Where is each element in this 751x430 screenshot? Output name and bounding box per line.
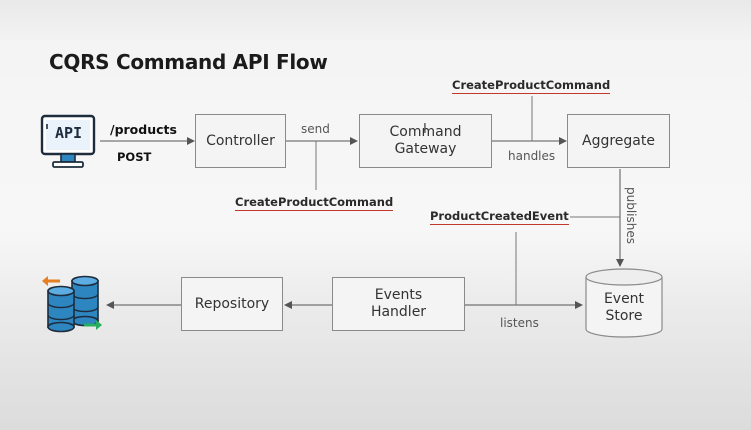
method-label: POST: [117, 150, 152, 164]
top-strip: [0, 0, 751, 40]
monitor-api-icon: [40, 114, 96, 168]
event-annotation: ProductCreatedEvent: [430, 209, 569, 225]
event-store-label: Event Store: [586, 291, 662, 325]
repository-label: Repository: [194, 295, 270, 312]
command-annotation-bottom: CreateProductCommand: [235, 195, 394, 211]
monitor-api-label: API: [55, 124, 83, 142]
command-gateway-box: Command Gateway: [359, 114, 492, 168]
text-cursor-icon: I: [423, 122, 427, 137]
command-gateway-label-line1: Command: [389, 124, 462, 140]
diagram-title: CQRS Command API Flow: [49, 50, 328, 74]
aggregate-label: Aggregate: [582, 132, 655, 149]
controller-label: Controller: [206, 132, 275, 149]
event-store-label-line2: Store: [605, 308, 643, 324]
repository-box: Repository: [181, 277, 283, 331]
database-sync-icon: [42, 275, 102, 333]
command-annotation-top: CreateProductCommand: [452, 78, 611, 94]
handles-label: handles: [508, 149, 556, 163]
aggregate-box: Aggregate: [567, 114, 670, 168]
event-store-label-line1: Event: [603, 291, 645, 307]
events-handler-label-line2: Handler: [370, 304, 427, 320]
controller-box: Controller: [195, 114, 286, 168]
endpoint-label: /products: [110, 122, 177, 137]
command-gateway-label-line2: Gateway: [394, 141, 457, 157]
send-label: send: [301, 122, 330, 136]
events-handler-label-line1: Events: [374, 287, 423, 303]
event-store-shape: [585, 268, 663, 338]
events-handler-box: Events Handler: [332, 277, 465, 331]
listens-label: listens: [500, 316, 539, 330]
publishes-label: publishes: [624, 187, 638, 244]
